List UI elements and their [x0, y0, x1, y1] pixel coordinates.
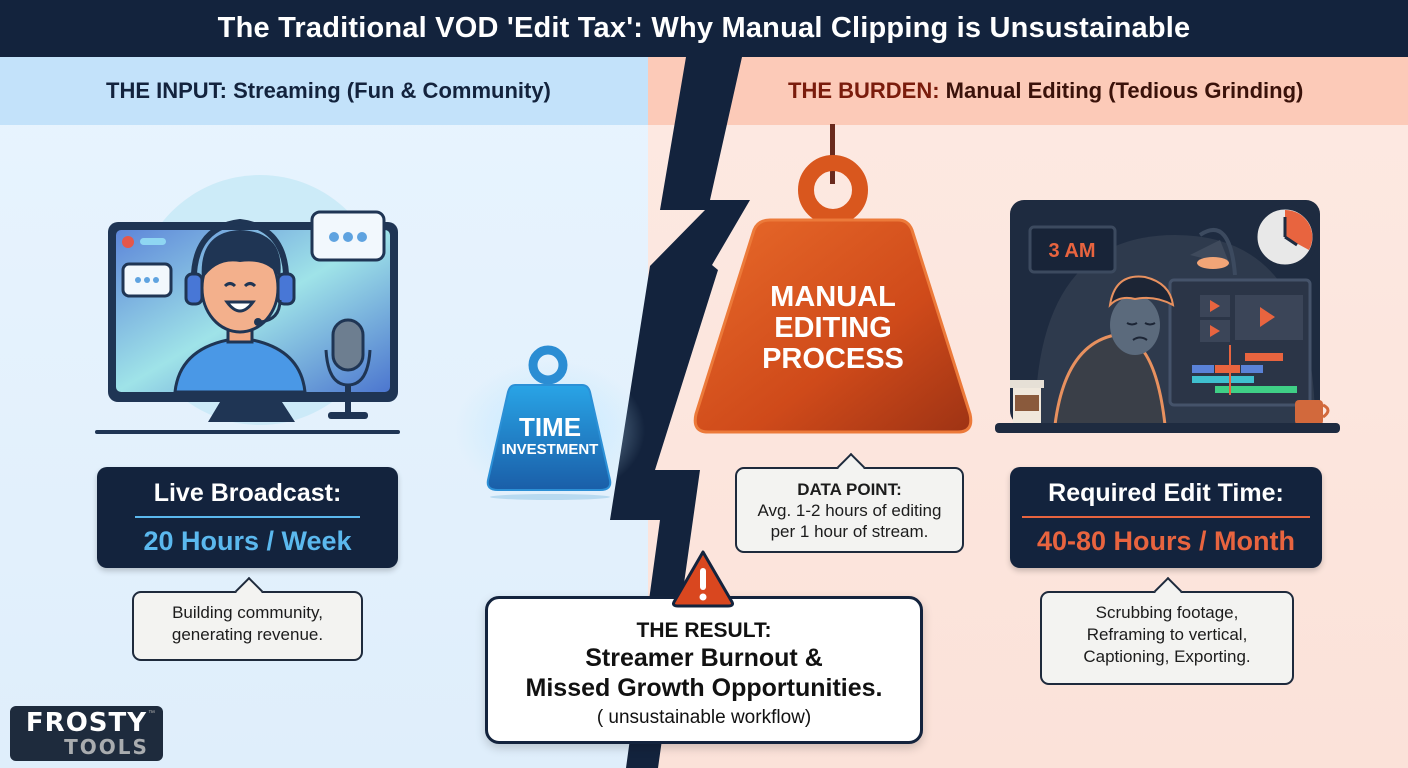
page-title: The Traditional VOD 'Edit Tax': Why Manu…: [217, 12, 1191, 44]
time-investment-label: TIME INVESTMENT: [480, 413, 620, 459]
burden-header-prefix: THE BURDEN:: [788, 78, 940, 103]
burden-note-line-2: Reframing to vertical,: [1086, 625, 1248, 644]
input-header-prefix: THE INPUT:: [106, 78, 227, 103]
burden-note-callout: Scrubbing footage, Reframing to vertical…: [1040, 591, 1294, 685]
logo-trademark: ™: [148, 710, 155, 717]
weight-label-line-3: PROCESS: [762, 343, 904, 375]
manual-editing-weight-icon: [693, 124, 973, 434]
weight-label-line-1: MANUAL: [770, 281, 896, 313]
result-line-2: Missed Growth Opportunities.: [525, 674, 883, 702]
warning-triangle-icon: [672, 550, 734, 608]
streamer-illustration: [95, 175, 400, 434]
stat-divider: [1022, 516, 1310, 518]
required-edit-time-value: 40-80 Hours / Month: [1036, 526, 1296, 556]
live-broadcast-label: Live Broadcast:: [153, 479, 342, 507]
data-point-line-1: Avg. 1-2 hours of editing: [757, 501, 942, 520]
input-note-callout: Building community, generating revenue.: [132, 591, 363, 661]
live-broadcast-value: 20 Hours / Week: [143, 526, 352, 556]
data-point-callout: DATA POINT: Avg. 1-2 hours of editing pe…: [735, 467, 964, 553]
burden-header-band: [648, 57, 1408, 125]
weight-label-line-1: TIME: [518, 412, 582, 442]
frosty-tools-logo: FROSTY TOOLS ™: [10, 706, 163, 761]
live-broadcast-stat: Live Broadcast: 20 Hours / Week: [97, 467, 398, 568]
weight-label-line-2: EDITING: [774, 312, 892, 344]
input-note-line-2: generating revenue.: [171, 625, 324, 644]
input-section-header: THE INPUT: Streaming (Fun & Community): [106, 57, 551, 125]
input-note-line-1: Building community,: [172, 603, 323, 622]
result-line-1: Streamer Burnout &: [585, 644, 823, 672]
time-investment-weight-icon: [455, 345, 645, 500]
logo-line-1: FROSTY: [25, 708, 148, 738]
data-point-line-2: per 1 hour of stream.: [770, 522, 929, 541]
manual-editing-label: MANUAL EDITING PROCESS: [733, 282, 933, 375]
burden-header-text: Manual Editing (Tedious Grinding): [939, 78, 1304, 103]
tired-editor-illustration: 3 AM: [995, 200, 1340, 433]
title-bar: The Traditional VOD 'Edit Tax': Why Manu…: [0, 0, 1408, 57]
stat-divider: [135, 516, 360, 518]
burden-note-line-3: Captioning, Exporting.: [1083, 647, 1251, 666]
logo-line-2: TOOLS: [64, 735, 149, 759]
result-head: THE RESULT:: [636, 619, 772, 642]
burden-section-header: THE BURDEN: Manual Editing (Tedious Grin…: [788, 57, 1303, 125]
weight-label-line-2: INVESTMENT: [501, 441, 599, 458]
input-header-text: Streaming (Fun & Community): [227, 78, 551, 103]
required-edit-time-label: Required Edit Time:: [1048, 479, 1284, 507]
data-point-head: DATA POINT:: [797, 480, 902, 499]
clock-sign-text: 3 AM: [1048, 240, 1095, 262]
required-edit-time-stat: Required Edit Time: 40-80 Hours / Month: [1010, 467, 1322, 568]
result-callout: THE RESULT: Streamer Burnout & Missed Gr…: [485, 596, 923, 744]
result-subtext: ( unsustainable workflow): [596, 707, 812, 728]
burden-note-line-1: Scrubbing footage,: [1095, 603, 1239, 622]
